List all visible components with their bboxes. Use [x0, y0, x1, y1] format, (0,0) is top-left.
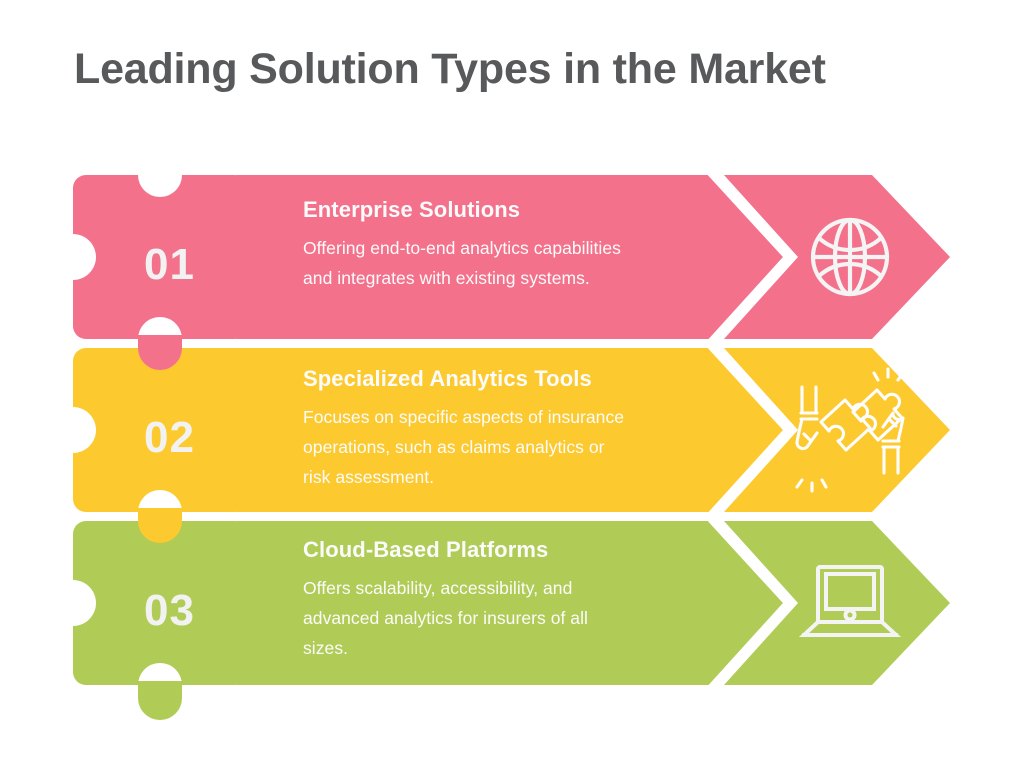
- row-1-description-line: Offering end-to-end analytics capabiliti…: [303, 238, 621, 258]
- row-1-puzzle-piece: [73, 175, 270, 374]
- row-1-title: Enterprise Solutions: [303, 197, 521, 222]
- puzzle-hands-icon: [795, 367, 905, 493]
- row-2-title: Specialized Analytics Tools: [303, 366, 592, 391]
- row-3-arrow-head: [724, 521, 950, 685]
- row-3-chevron-separator: [707, 514, 796, 693]
- page-title: Leading Solution Types in the Market: [74, 45, 826, 93]
- row-2-chevron-separator: [707, 341, 796, 520]
- row-3-puzzle-piece: [73, 521, 270, 720]
- row-2-description-line: operations, such as claims analytics or: [303, 437, 605, 457]
- row-1-graphic: [73, 168, 950, 374]
- row-1-number: 01: [144, 240, 195, 289]
- row-2-puzzle-piece: [73, 348, 270, 547]
- row-3-description-line: advanced analytics for insurers of all: [303, 608, 588, 628]
- row-2-arrow-head: [724, 348, 950, 512]
- row-3-number: 03: [144, 586, 195, 635]
- row-3-description-line: Offers scalability, accessibility, and: [303, 578, 573, 598]
- row-3-banner: [236, 521, 790, 685]
- row-2-number: 02: [144, 413, 195, 462]
- laptop-icon: [798, 565, 902, 637]
- row-2-description: Focuses on specific aspects of insurance…: [303, 402, 733, 492]
- row-1-description: Offering end-to-end analytics capabiliti…: [303, 233, 723, 293]
- row-3-graphic: [73, 514, 950, 720]
- row-1-description-line: and integrates with existing systems.: [303, 268, 590, 288]
- row-2-graphic: [73, 341, 950, 547]
- row-3-description-line: sizes.: [303, 638, 349, 658]
- row-2-banner: [236, 348, 790, 512]
- row-1-banner: [236, 175, 790, 339]
- row-3-title: Cloud-Based Platforms: [303, 537, 549, 562]
- globe-icon: [810, 217, 890, 297]
- row-2-description-line: risk assessment.: [303, 467, 435, 487]
- row-2-description-line: Focuses on specific aspects of insurance: [303, 407, 625, 427]
- row-1-chevron-separator: [707, 168, 796, 347]
- row-3-description: Offers scalability, accessibility, and a…: [303, 573, 733, 663]
